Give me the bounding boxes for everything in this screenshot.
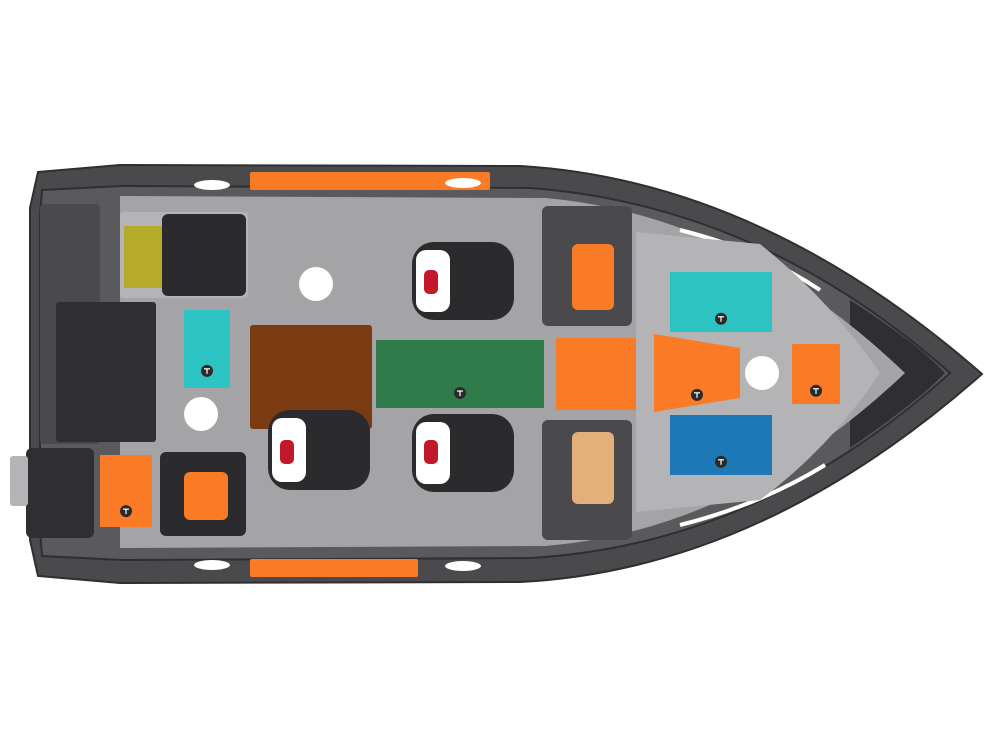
aft-seat-center [268,410,370,490]
helm-seat-port [412,242,514,320]
aft-seat-orange [184,472,228,520]
latch-icon [715,455,727,468]
latch-icon [715,312,727,325]
console-port-storage [572,244,614,310]
stern-step [56,302,156,442]
helm-seat-starboard [412,414,514,492]
cleat [194,560,230,570]
boarding-ladder [10,456,28,506]
console-starboard-storage [572,432,614,504]
cleat [445,178,481,188]
bow-storage-center [654,334,740,412]
latch-icon [120,505,132,518]
rod-locker-starboard [250,559,418,577]
latch-icon [810,384,822,397]
walkthrough-storage [556,338,640,410]
rod-locker-port [250,172,490,190]
latch-icon [691,388,703,401]
cleat [194,180,230,190]
cup-holder [299,267,333,301]
aft-deck-storage [250,325,372,429]
latches [120,312,822,518]
latch-icon [201,364,213,377]
cup-holder [184,397,218,431]
latch-icon [454,387,466,400]
cleat [445,561,481,571]
transom-box [26,448,94,538]
aft-seat-port [162,214,246,296]
cup-holder [745,356,779,390]
